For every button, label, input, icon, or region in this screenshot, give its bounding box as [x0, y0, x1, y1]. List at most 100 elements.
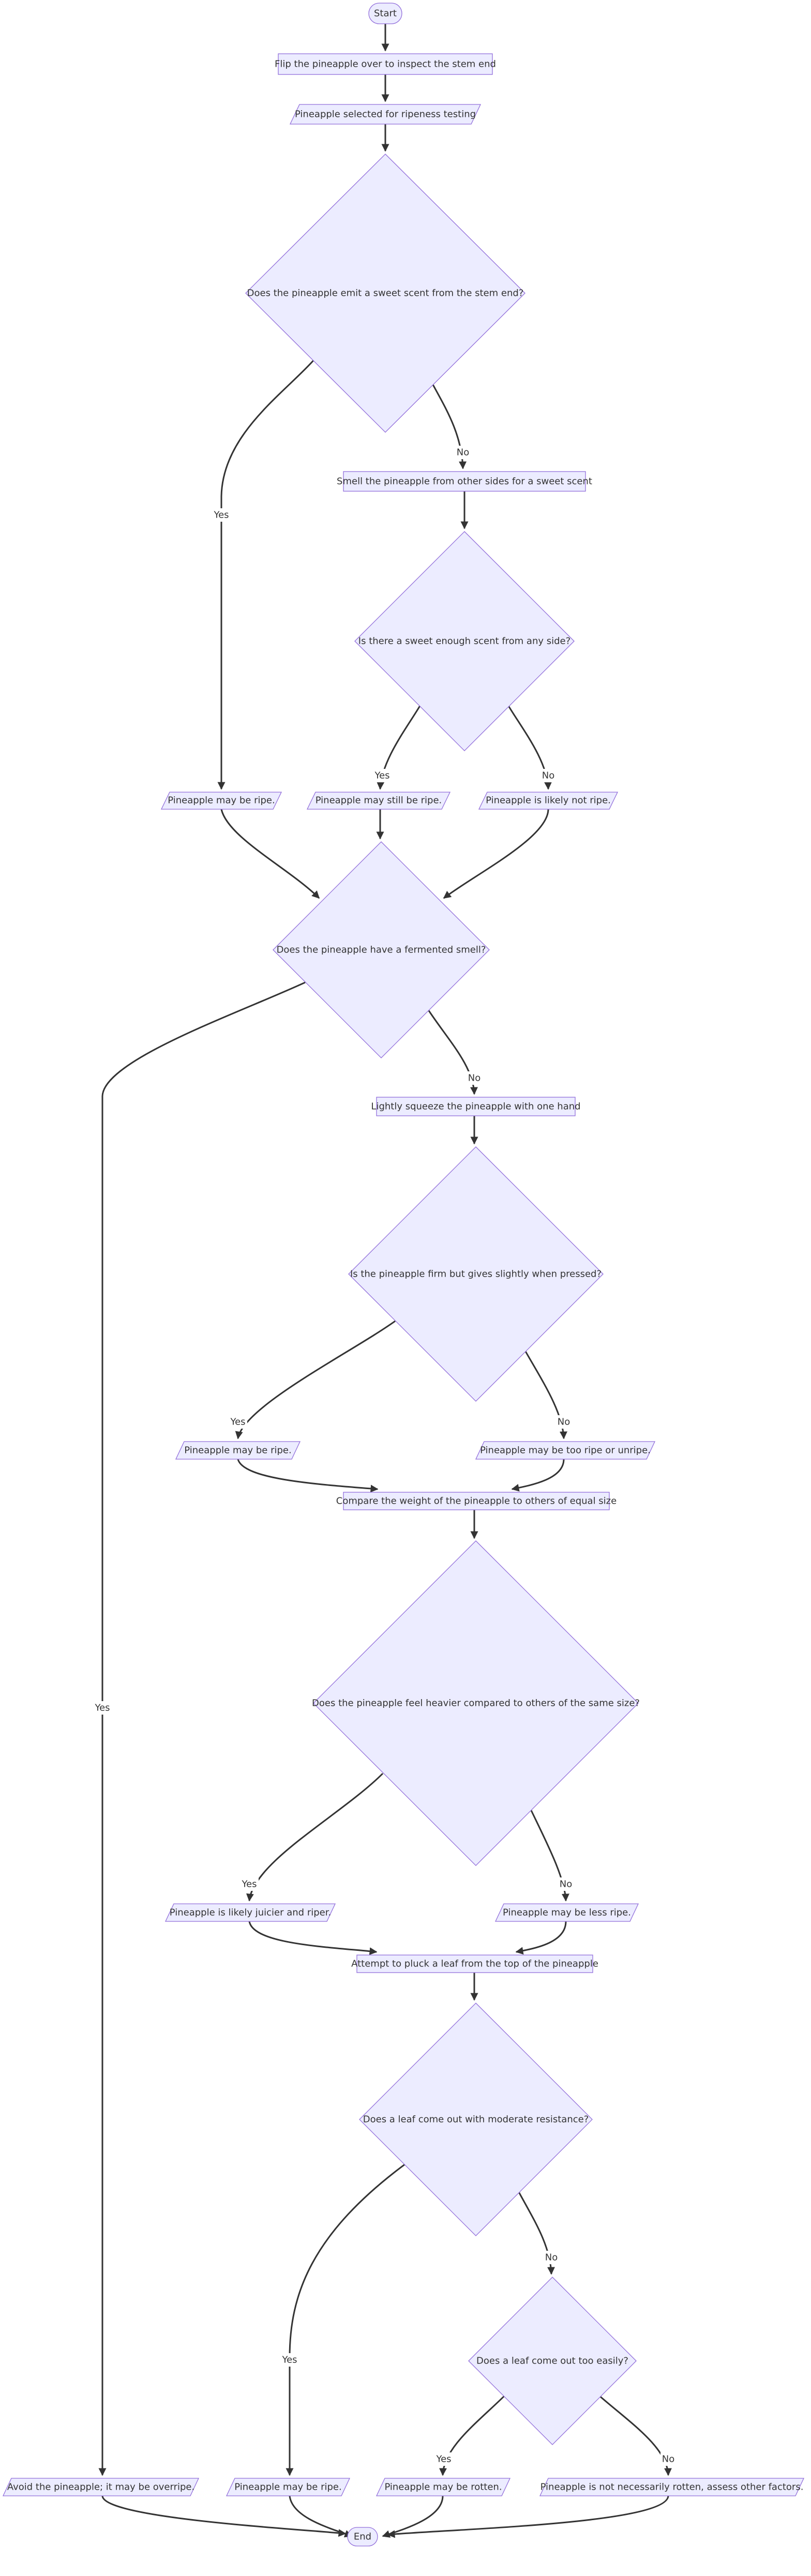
start-label: Start	[374, 8, 397, 19]
edge-firm-yes	[235, 1320, 396, 1439]
still-ripe-label: Pineapple may still be ripe.	[316, 795, 442, 806]
fermented-question: Does the pineapple have a fermented smel…	[277, 945, 486, 956]
leaf-moderate-decision: Does a leaf come out with moderate resis…	[359, 2003, 593, 2236]
pluck-leaf-node: Attempt to pluck a leaf from the top of …	[351, 1954, 598, 1973]
svg-text:Yes: Yes	[241, 1879, 257, 1890]
svg-text:No: No	[468, 1073, 480, 1084]
edge-label-leaf-easy-yes: Yes	[434, 2452, 453, 2466]
leaf-moderate-question: Does a leaf come out with moderate resis…	[363, 2114, 589, 2125]
not-rotten-node: Pineapple is not necessarily rotten, ass…	[539, 2478, 805, 2496]
less-ripe-label: Pineapple may be less ripe.	[503, 1907, 631, 1918]
ripe-3-label: Pineapple may be ripe.	[234, 2482, 341, 2493]
rotten-node: Pineapple may be rotten.	[376, 2478, 511, 2496]
edge-not-rotten-end	[387, 2495, 669, 2538]
rotten-label: Pineapple may be rotten.	[384, 2482, 502, 2493]
smell-sides-node: Smell the pineapple from other sides for…	[337, 471, 592, 492]
svg-text:No: No	[560, 1879, 572, 1890]
too-ripe-node: Pineapple may be too ripe or unripe.	[475, 1441, 656, 1460]
svg-text:Yes: Yes	[230, 1417, 245, 1428]
avoid-label: Avoid the pineapple; it may be overripe.	[7, 2482, 194, 2493]
sweet-side-question: Is there a sweet enough scent from any s…	[358, 636, 570, 647]
not-ripe-label: Pineapple is likely not ripe.	[486, 795, 611, 806]
edge-juicier-pluck	[248, 1921, 378, 1956]
svg-text:No: No	[558, 1417, 570, 1428]
edge-label-firm-no: No	[556, 1415, 572, 1429]
fermented-decision: Does the pineapple have a fermented smel…	[273, 841, 490, 1058]
selected-node: Pineapple selected for ripeness testing	[289, 104, 482, 125]
edge-labels: Yes No Yes No Yes No Yes No	[93, 446, 676, 2466]
edge-label-sweet-stem-no: No	[455, 446, 471, 459]
svg-text:No: No	[457, 447, 469, 458]
leaf-easy-decision: Does a leaf come out too easily?	[468, 2277, 637, 2445]
edge-ripe-1-fermented	[220, 809, 320, 899]
sweet-stem-question: Does the pineapple emit a sweet scent fr…	[247, 288, 524, 299]
edge-rotten-end	[382, 2495, 444, 2538]
edge-label-leaf-easy-no: No	[660, 2452, 676, 2466]
edge-label-leaf-moderate-no: No	[544, 2251, 559, 2264]
leaf-easy-question: Does a leaf come out too easily?	[476, 2356, 628, 2367]
edge-too-ripe-compare	[511, 1459, 565, 1492]
not-ripe-node: Pineapple is likely not ripe.	[478, 792, 619, 810]
edge-label-fermented-yes: Yes	[93, 1701, 112, 1715]
heavier-question: Does the pineapple feel heavier compared…	[312, 1698, 640, 1709]
squeeze-label: Lightly squeeze the pineapple with one h…	[371, 1101, 580, 1112]
edges	[98, 24, 672, 2538]
svg-text:No: No	[542, 770, 554, 781]
sweet-stem-decision: Does the pineapple emit a sweet scent fr…	[245, 154, 525, 433]
edge-less-ripe-pluck	[515, 1921, 567, 1955]
end-label: End	[354, 2532, 371, 2542]
edge-label-sweet-side-no: No	[540, 769, 556, 782]
svg-text:Yes: Yes	[94, 1703, 110, 1714]
ripe-1-node: Pineapple may be ripe.	[160, 792, 282, 810]
flip-label: Flip the pineapple over to inspect the s…	[275, 59, 496, 70]
edge-leaf-easy-no	[593, 2390, 672, 2476]
sweet-side-decision: Is there a sweet enough scent from any s…	[354, 531, 575, 751]
end-node: End	[347, 2527, 378, 2547]
juicier-node: Pineapple is likely juicier and riper.	[164, 1903, 336, 1922]
ripe-1-label: Pineapple may be ripe.	[168, 795, 275, 806]
svg-text:Yes: Yes	[281, 2355, 297, 2366]
edge-fermented-yes	[98, 981, 306, 2476]
svg-text:Yes: Yes	[374, 770, 389, 781]
edge-heavier-yes	[246, 1772, 384, 1902]
edge-leaf-moderate-yes	[286, 2161, 408, 2476]
heavier-decision: Does the pineapple feel heavier compared…	[312, 1540, 640, 1866]
nodes: Start Flip the pineapple over to inspect…	[2, 3, 805, 2547]
selected-label: Pineapple selected for ripeness testing	[295, 109, 476, 120]
edge-heavier-no	[529, 1807, 569, 1902]
edge-ripe-3-end	[289, 2495, 353, 2538]
squeeze-node: Lightly squeeze the pineapple with one h…	[371, 1097, 581, 1116]
svg-text:No: No	[662, 2454, 674, 2465]
too-ripe-label: Pineapple may be too ripe or unripe.	[480, 1445, 651, 1456]
still-ripe-node: Pineapple may still be ripe.	[306, 792, 451, 810]
ripe-2-label: Pineapple may be ripe.	[184, 1445, 291, 1456]
juicier-label: Pineapple is likely juicier and riper.	[170, 1907, 331, 1918]
firm-decision: Is the pineapple firm but gives slightly…	[348, 1146, 604, 1402]
pluck-leaf-label: Attempt to pluck a leaf from the top of …	[351, 1959, 598, 1969]
smell-sides-label: Smell the pineapple from other sides for…	[337, 476, 592, 487]
start-node: Start	[368, 3, 402, 24]
svg-text:Yes: Yes	[435, 2454, 451, 2465]
svg-text:Yes: Yes	[213, 510, 229, 521]
edge-not-ripe-fermented	[443, 809, 549, 899]
edge-avoid-end	[101, 2495, 347, 2537]
edge-label-sweet-side-yes: Yes	[373, 769, 392, 782]
edge-label-firm-yes: Yes	[229, 1415, 247, 1429]
less-ripe-node: Pineapple may be less ripe.	[494, 1903, 639, 1922]
compare-weight-label: Compare the weight of the pineapple to o…	[336, 1496, 617, 1507]
edge-label-heavier-yes: Yes	[240, 1877, 259, 1891]
ripe-3-node: Pineapple may be ripe.	[226, 2478, 351, 2496]
edge-sweet-stem-yes	[217, 359, 315, 790]
svg-text:No: No	[545, 2252, 558, 2263]
edge-ripe-2-compare	[237, 1459, 379, 1493]
edge-label-leaf-moderate-yes: Yes	[280, 2353, 299, 2367]
edge-label-fermented-no: No	[467, 1071, 482, 1085]
edge-label-sweet-stem-yes: Yes	[212, 508, 231, 522]
flip-node: Flip the pineapple over to inspect the s…	[275, 53, 496, 75]
edge-firm-no	[523, 1349, 567, 1439]
ripe-2-node: Pineapple may be ripe.	[175, 1441, 301, 1460]
compare-weight-node: Compare the weight of the pineapple to o…	[336, 1492, 617, 1510]
avoid-node: Avoid the pineapple; it may be overripe.	[2, 2478, 200, 2496]
firm-question: Is the pineapple firm but gives slightly…	[350, 1269, 602, 1280]
